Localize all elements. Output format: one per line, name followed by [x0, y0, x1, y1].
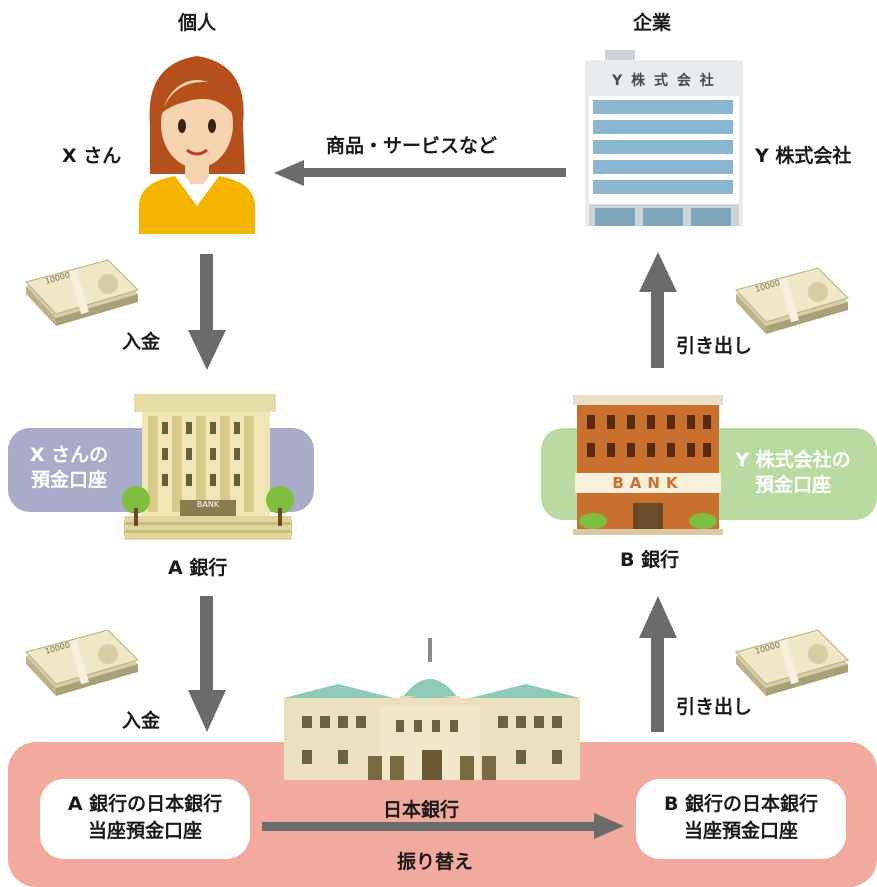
- transfer-label: 振り替え: [397, 851, 474, 873]
- deposit-arrow-head-2: [188, 690, 226, 732]
- deposit-arrow-head: [188, 330, 226, 370]
- account-y-line1: Y 株式会社の: [735, 449, 851, 471]
- bank-b-sign: BANK: [612, 474, 684, 492]
- account-y-label: Y 株式会社の 預金口座: [718, 448, 868, 498]
- deposit-label-1: 入金: [122, 331, 161, 353]
- bank-a-label: A 銀行: [168, 557, 228, 579]
- goods-arrow-head: [274, 160, 304, 186]
- boj-account-a-line2: 当座預金口座: [87, 820, 202, 842]
- building-sign: Y 株 式 会 社: [612, 73, 716, 89]
- boj-label: 日本銀行: [383, 799, 460, 821]
- banknote-stack-icon: 10000: [735, 267, 849, 334]
- person-name: X さん: [62, 145, 122, 167]
- transfer-arrow-head: [594, 813, 624, 839]
- boj-account-b: B 銀行の日本銀行 当座預金口座: [636, 779, 846, 859]
- goods-label: 商品・サービスなど: [326, 135, 498, 157]
- bank-a-sign: BANK: [196, 500, 220, 509]
- banknote-stack-icon: 10000: [735, 629, 849, 696]
- account-x-line1: X さんの: [29, 444, 109, 466]
- banknote-stack-icon: 10000: [25, 259, 139, 326]
- account-x-line2: 預金口座: [30, 469, 107, 491]
- withdraw-arrow-head-2: [639, 596, 677, 638]
- withdraw-arrow-head: [639, 252, 677, 292]
- boj-account-a-line1: A 銀行の日本銀行: [67, 793, 223, 815]
- individual-label: 個人: [178, 12, 217, 34]
- account-y-line2: 預金口座: [754, 474, 831, 496]
- boj-account-b-line2: 当座預金口座: [683, 820, 798, 842]
- office-building-icon: [585, 50, 743, 226]
- bank-b-label: B 銀行: [620, 549, 680, 571]
- company-name: Y 株式会社: [755, 145, 852, 167]
- account-x-label: X さんの 預金口座: [14, 443, 124, 493]
- bank-a-building-icon: [122, 394, 294, 540]
- goods-arrow-shaft: [300, 168, 566, 177]
- withdraw-label-1: 引き出し: [676, 335, 753, 357]
- withdraw-arrow-shaft-2: [651, 636, 664, 732]
- withdraw-label-2: 引き出し: [676, 696, 753, 718]
- deposit-label-2: 入金: [122, 710, 161, 732]
- boj-account-a: A 銀行の日本銀行 当座預金口座: [40, 779, 250, 859]
- transfer-arrow-shaft: [262, 822, 596, 831]
- deposit-arrow-shaft-2: [200, 596, 213, 692]
- boj-account-b-line1: B 銀行の日本銀行: [663, 793, 819, 815]
- company-label: 企業: [633, 12, 672, 34]
- boj-building-icon: [284, 638, 580, 780]
- deposit-arrow-shaft: [200, 254, 213, 332]
- bank-b-building-icon: [573, 395, 723, 535]
- withdraw-arrow-shaft: [651, 290, 664, 368]
- person-icon: [139, 56, 255, 234]
- banknote-stack-icon: 10000: [25, 629, 139, 696]
